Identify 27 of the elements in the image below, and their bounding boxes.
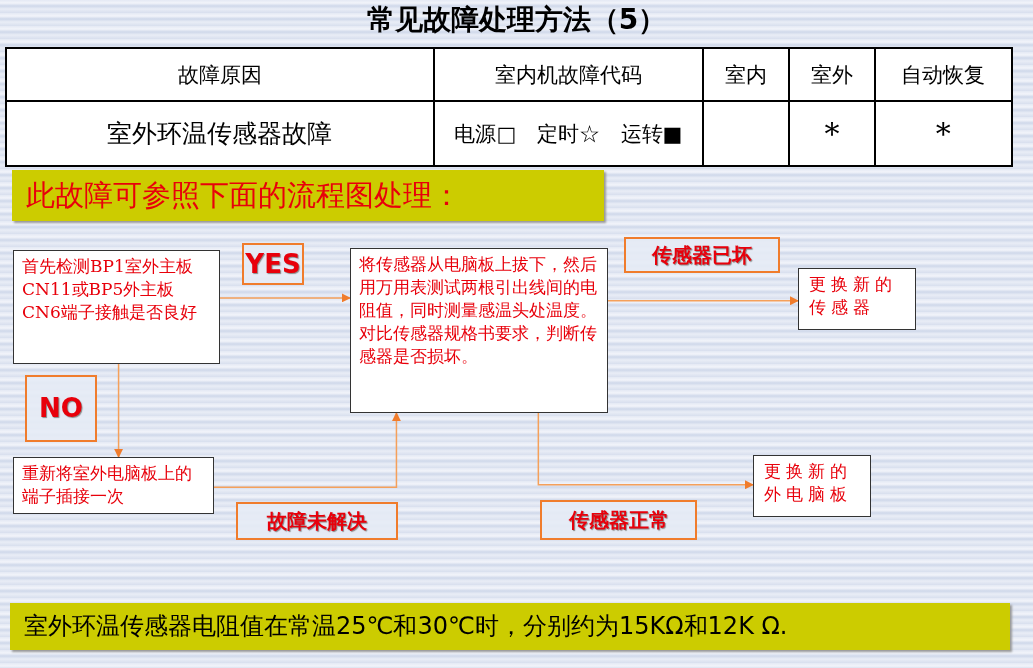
note-banner: 室外环温传感器电阻值在常温25℃和30℃时，分别约为15KΩ和12K Ω. xyxy=(10,603,1010,650)
edge-label: NO xyxy=(25,375,97,442)
arrow xyxy=(537,412,754,490)
process-box: 更换新的传感器 xyxy=(798,268,916,330)
process-box: 首先检测BP1室外主板CN11或BP5外主板CN6端子接触是否良好 xyxy=(13,250,220,364)
edge-label: YES xyxy=(242,243,304,285)
process-box: 更换新的外电脑板 xyxy=(753,455,871,517)
slide-title: 常见故障处理方法（5） xyxy=(365,2,668,38)
arrow xyxy=(219,293,351,303)
table-header-cell: 室内 xyxy=(703,48,790,101)
arrow xyxy=(607,296,799,306)
table-header-cell: 室外 xyxy=(789,48,875,101)
process-box: 将传感器从电脑板上拔下，然后用万用表测试两根引出线间的电阻值，同时测量感温头处温度。对比传感器规格书要求，判断传感器是否损坏。 xyxy=(350,248,608,413)
table-cell: * xyxy=(874,101,1012,166)
edge-label: 故障未解决 xyxy=(236,502,398,540)
process-box: 重新将室外电脑板上的端子插接一次 xyxy=(13,457,214,514)
table-header-cell: 室内机故障代码 xyxy=(433,48,704,101)
table-header-cell: 自动恢复 xyxy=(874,48,1012,101)
arrow xyxy=(213,412,401,488)
table-cell: * xyxy=(789,101,875,166)
banner: 此故障可参照下面的流程图处理： xyxy=(12,170,604,221)
arrow xyxy=(114,363,124,458)
edge-label: 传感器正常 xyxy=(540,500,697,540)
table-cell: 电源□ 定时☆ 运转■ xyxy=(433,101,704,166)
edge-label: 传感器已坏 xyxy=(624,237,780,273)
table-cell: 室外环温传感器故障 xyxy=(6,101,434,166)
table-header-cell: 故障原因 xyxy=(6,48,434,101)
